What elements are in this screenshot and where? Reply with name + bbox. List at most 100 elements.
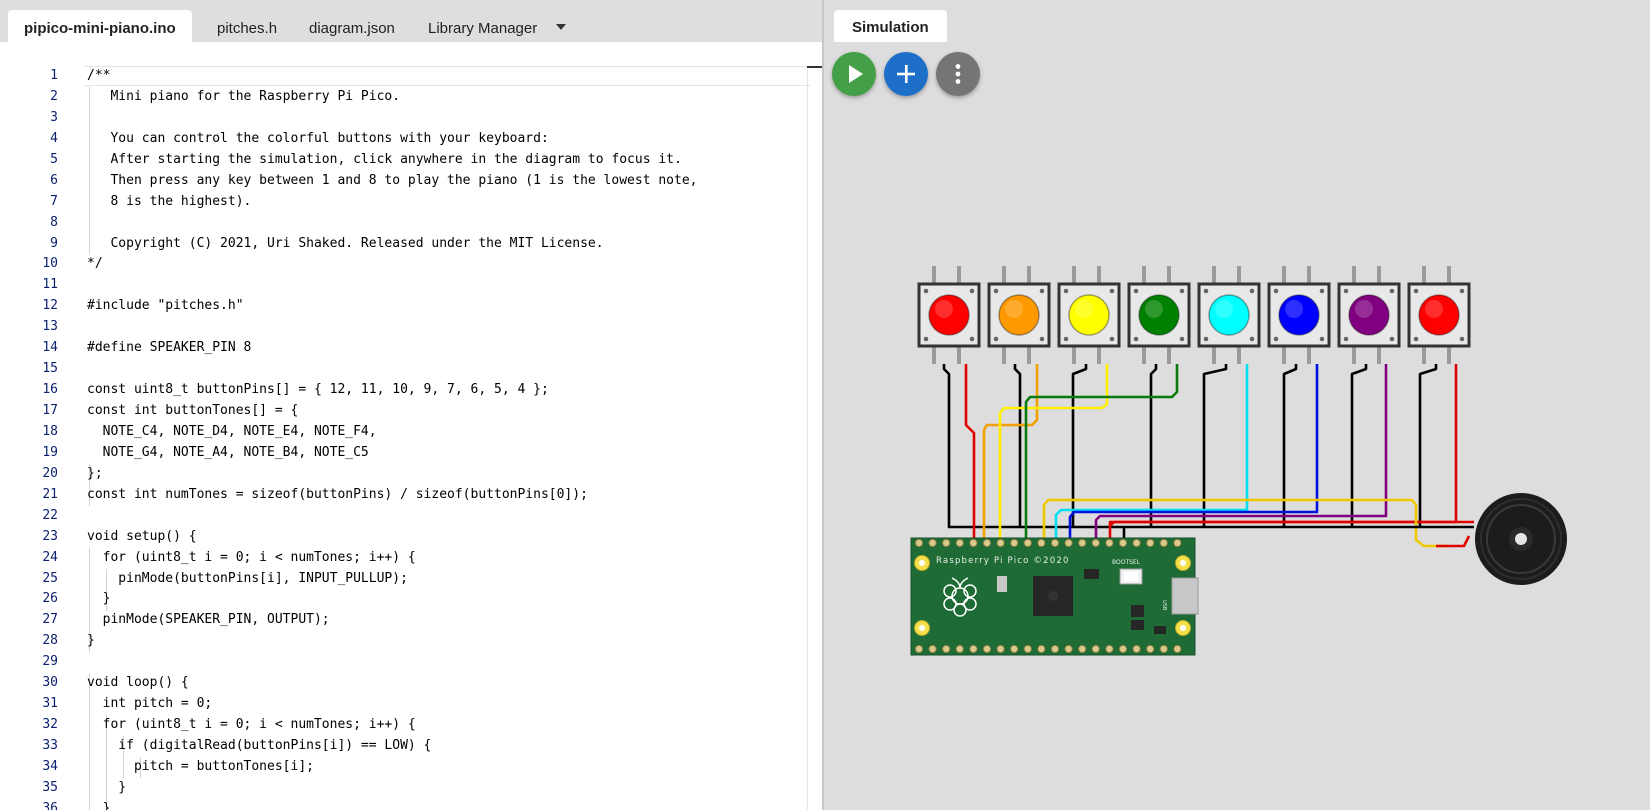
pico-pin [1105, 538, 1114, 548]
code-line[interactable]: 32 for (uint8_t i = 0; i < numTones; i++… [0, 715, 810, 736]
start-simulation-button[interactable] [832, 52, 876, 96]
line-number: 25 [42, 570, 58, 586]
wire-btn6-signal [1068, 364, 1319, 545]
code-line[interactable]: 3 [0, 108, 810, 129]
code-line[interactable]: 10*/ [0, 254, 810, 275]
pico-pin-headers [914, 538, 1182, 654]
wire-btn4-gnd [1149, 364, 1158, 527]
pushbutton-7[interactable] [1337, 266, 1401, 364]
code-line[interactable]: 15 [0, 359, 810, 380]
tab-simulation[interactable]: Simulation [834, 10, 947, 42]
tab-pipico-mini-piano-ino[interactable]: pipico-mini-piano.ino [8, 10, 192, 42]
pico-pin [1118, 644, 1128, 654]
pico-pin [1146, 644, 1155, 654]
code-line[interactable]: 26 } [0, 589, 810, 610]
pushbutton-4[interactable] [1127, 266, 1191, 364]
code-line[interactable]: 33 if (digitalRead(buttonPins[i]) == LOW… [0, 736, 810, 757]
code-line[interactable]: 14#define SPEAKER_PIN 8 [0, 338, 810, 359]
code-line[interactable]: 12#include "pitches.h" [0, 296, 810, 317]
wires [942, 364, 1474, 548]
line-number: 12 [42, 298, 58, 314]
pushbuttons [917, 266, 1471, 364]
code-text: Mini piano for the Raspberry Pi Pico. [87, 88, 401, 104]
line-number: 33 [42, 738, 58, 753]
code-line[interactable]: 35 } [0, 778, 810, 799]
code-line[interactable]: 5 After starting the simulation, click a… [0, 150, 810, 171]
line-number: 5 [50, 151, 58, 167]
wire-btn6-gnd [1282, 364, 1298, 527]
code-line[interactable]: 34 pitch = buttonTones[i]; [0, 757, 810, 778]
wire-speaker-yellow [1042, 498, 1449, 548]
code-line[interactable]: 31 int pitch = 0; [0, 694, 810, 715]
line-number: 17 [42, 403, 58, 418]
code-line[interactable]: 4 You can control the colorful buttons w… [0, 129, 810, 150]
code-line[interactable]: 25 pinMode(buttonPins[i], INPUT_PULLUP); [0, 569, 810, 590]
simulation-panel: Simulation [824, 0, 1650, 810]
panel-divider[interactable] [822, 0, 824, 810]
pushbutton-6[interactable] [1267, 266, 1331, 364]
pushbutton-1[interactable] [917, 266, 981, 364]
code-line[interactable]: 6 Then press any key between 1 and 8 to … [0, 171, 810, 192]
scrollbar-thumb[interactable] [807, 66, 823, 68]
tab-pitches-h[interactable]: pitches.h [217, 20, 278, 37]
code-text: void setup() { [87, 528, 197, 544]
wire-btn3-gnd [1071, 364, 1088, 527]
indent-guide [89, 548, 90, 652]
code-line[interactable]: 28} [0, 631, 810, 652]
pico-pin [928, 644, 937, 654]
code-line[interactable]: 36 } [0, 799, 810, 810]
pico-pin [1023, 538, 1032, 548]
pushbutton-3[interactable] [1057, 266, 1121, 364]
code-line[interactable]: 1/** [0, 66, 810, 87]
code-line[interactable]: 24 for (uint8_t i = 0; i < numTones; i++… [0, 548, 810, 569]
indent-guide [106, 569, 107, 611]
line-number: 29 [42, 654, 58, 670]
code-line[interactable]: 20}; [0, 464, 810, 485]
tab-diagram-json[interactable]: diagram.json [309, 20, 395, 37]
code-line[interactable]: 2 Mini piano for the Raspberry Pi Pico. [0, 87, 810, 108]
pico-pin [1050, 538, 1060, 548]
piezo-buzzer[interactable] [1475, 493, 1567, 585]
code-area[interactable]: 1/**2 Mini piano for the Raspberry Pi Pi… [0, 66, 810, 810]
code-text: pinMode(SPEAKER_PIN, OUTPUT); [87, 612, 330, 628]
pushbutton-5[interactable] [1197, 266, 1261, 364]
code-text: #define SPEAKER_PIN 8 [87, 340, 252, 356]
pushbutton-2[interactable] [987, 266, 1051, 364]
line-number: 18 [42, 423, 58, 439]
code-line[interactable]: 29 [0, 652, 810, 673]
chevron-down-icon[interactable] [556, 24, 566, 30]
code-text: } [87, 779, 127, 795]
wire-btn3-signal [998, 364, 1109, 545]
raspberry-pi-pico-board[interactable]: Raspberry Pi Pico ©2020 BOOTSEL USB [910, 537, 1199, 656]
code-line[interactable]: 18 NOTE_C4, NOTE_D4, NOTE_E4, NOTE_F4, [0, 422, 810, 443]
code-line[interactable]: 9 Copyright (C) 2021, Uri Shaked. Releas… [0, 234, 810, 255]
line-number: 30 [42, 675, 58, 691]
add-part-button[interactable] [884, 52, 928, 96]
line-number: 27 [42, 612, 58, 628]
pushbutton-8[interactable] [1407, 266, 1471, 364]
code-text: Copyright (C) 2021, Uri Shaked. Released… [87, 235, 604, 251]
code-line[interactable]: 11 [0, 275, 810, 296]
editor-tab-bar: pipico-mini-piano.ino pitches.h diagram.… [0, 0, 823, 42]
code-line[interactable]: 8 [0, 213, 810, 234]
code-line[interactable]: 19 NOTE_G4, NOTE_A4, NOTE_B4, NOTE_C5 [0, 443, 810, 464]
code-text: You can control the colorful buttons wit… [87, 130, 549, 146]
code-text: pinMode(buttonPins[i], INPUT_PULLUP); [87, 570, 408, 586]
circuit-diagram[interactable]: Raspberry Pi Pico ©2020 BOOTSEL USB [824, 0, 1650, 810]
code-line[interactable]: 27 pinMode(SPEAKER_PIN, OUTPUT); [0, 610, 810, 631]
tab-library-manager[interactable]: Library Manager [428, 20, 538, 37]
code-line[interactable]: 13 [0, 317, 810, 338]
line-number: 19 [42, 444, 58, 460]
more-options-button[interactable] [936, 52, 980, 96]
line-number: 7 [50, 193, 58, 209]
code-line[interactable]: 22 [0, 506, 810, 527]
code-line[interactable]: 7 8 is the highest). [0, 192, 810, 213]
editor-scrollbar[interactable] [807, 66, 808, 810]
line-number: 6 [50, 172, 58, 188]
line-number: 1 [50, 68, 58, 83]
